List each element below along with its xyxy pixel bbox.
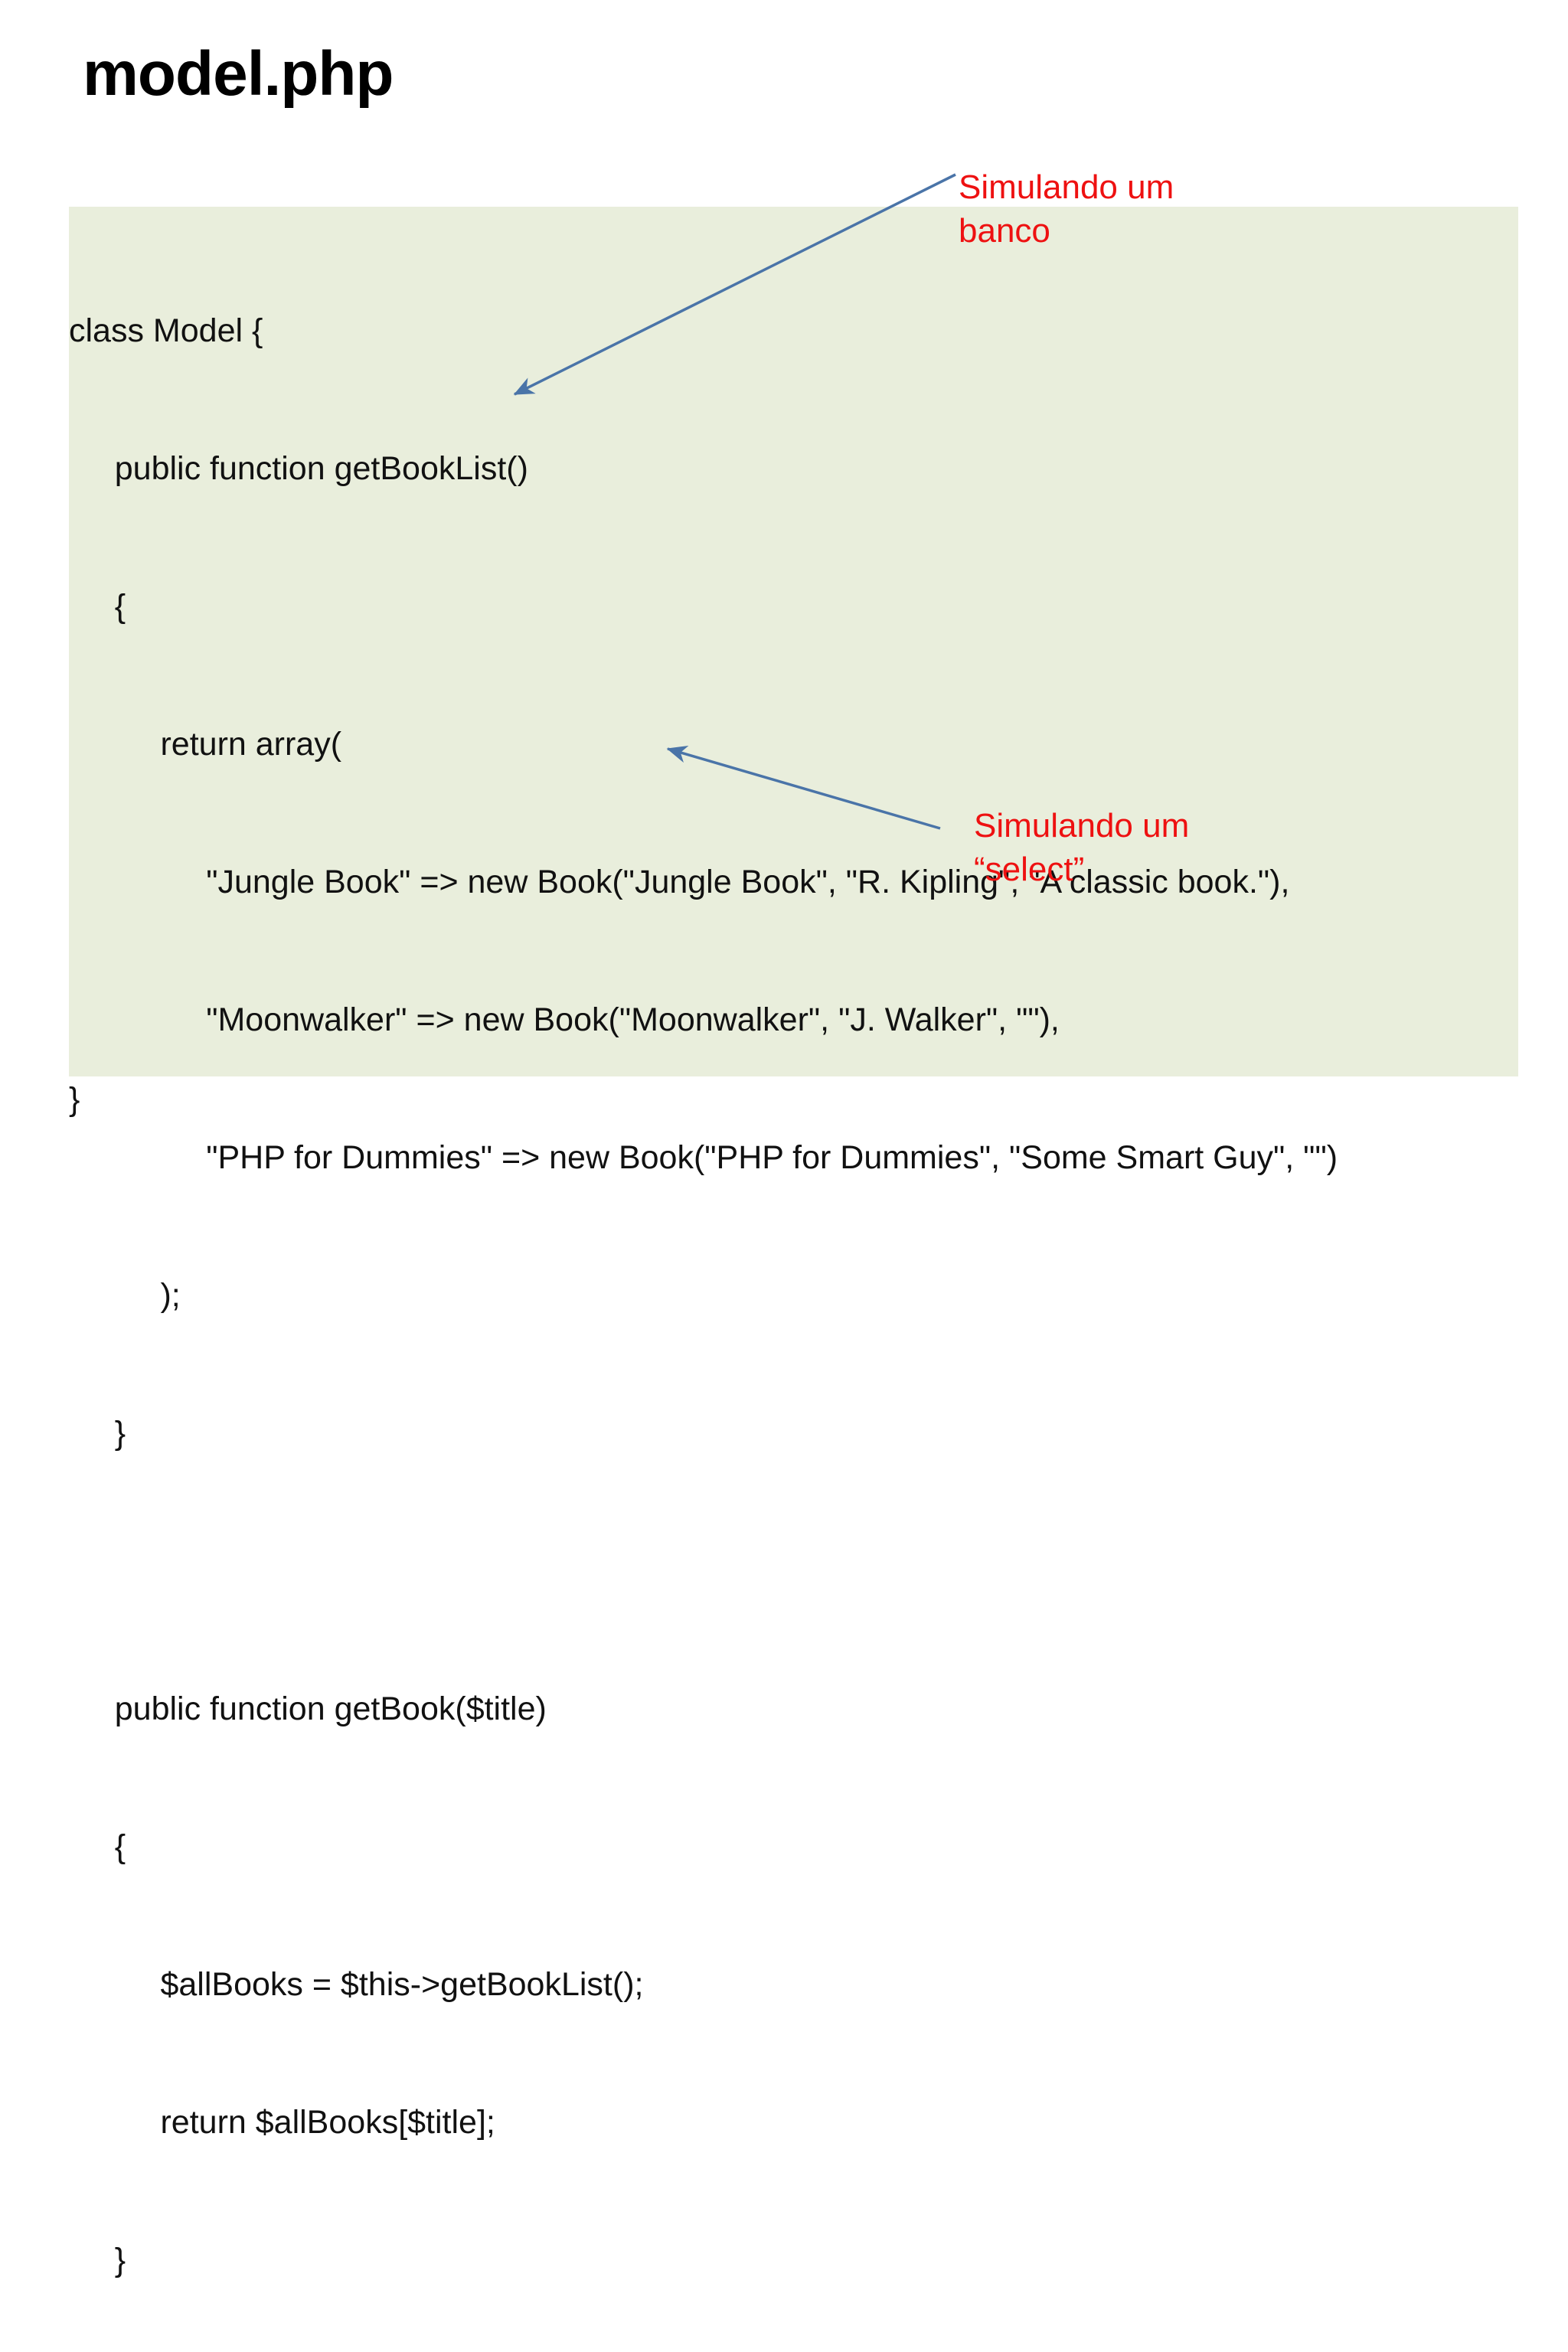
code-line: {	[69, 1828, 126, 1865]
code-line: );	[69, 1277, 181, 1314]
slide-canvas: model.php class Model { public function …	[69, 39, 1518, 2278]
code-line: "PHP for Dummies" => new Book("PHP for D…	[69, 1139, 1338, 1176]
code-line: "Jungle Book" => new Book("Jungle Book",…	[69, 864, 1290, 900]
code-line: return $allBooks[$title];	[69, 2104, 495, 2141]
annotation-simulando-select: Simulando um “select”	[974, 807, 1190, 888]
code-line: return array(	[69, 726, 342, 763]
code-line: public function getBook($title)	[69, 1690, 547, 1727]
code-line: public function getBookList()	[69, 450, 528, 487]
annotation-simulando-banco: Simulando um banco	[959, 168, 1174, 250]
code-line: class Model {	[69, 312, 263, 349]
code-line: "Moonwalker" => new Book("Moonwalker", "…	[69, 1001, 1060, 1038]
code-listing: class Model { public function getBookLis…	[69, 216, 1539, 2352]
page-title: model.php	[83, 39, 394, 109]
code-line: }	[69, 2242, 126, 2278]
code-line: {	[69, 588, 126, 625]
code-line-blank	[69, 1548, 1539, 1594]
code-closing-brace: }	[69, 1081, 80, 1118]
code-line: }	[69, 1415, 126, 1452]
code-line: $allBooks = $this->getBookList();	[69, 1966, 644, 2003]
